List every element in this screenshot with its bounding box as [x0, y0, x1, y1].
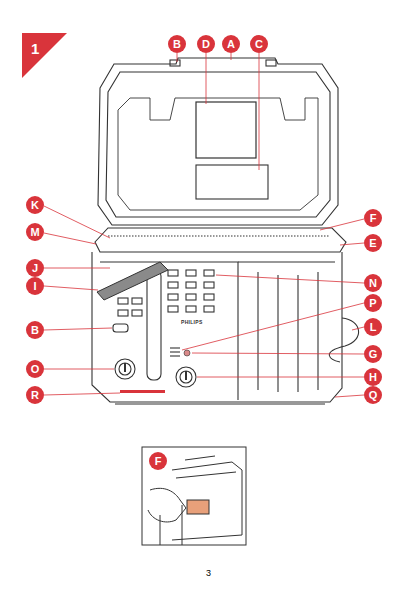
callout-letter: C	[250, 35, 268, 53]
callout-letter: F	[149, 452, 167, 470]
callout-letter: G	[364, 345, 382, 363]
callout-letter: F	[364, 209, 382, 227]
callout-letter: H	[364, 368, 382, 386]
callout-letter: O	[26, 360, 44, 378]
callout-letter: E	[364, 234, 382, 252]
brand-name: PHILIPS	[181, 319, 203, 325]
section-number: 1	[31, 40, 39, 57]
page-number: 3	[206, 568, 211, 578]
inset-figure	[142, 447, 246, 545]
callout-letter: D	[197, 35, 215, 53]
callout-letter: J	[26, 259, 44, 277]
callout-letter: R	[26, 386, 44, 404]
callout-letter: I	[26, 277, 44, 295]
callout-letter: L	[364, 318, 382, 336]
fryer-drawing	[44, 53, 364, 404]
section-banner	[22, 33, 67, 78]
strip	[120, 390, 165, 393]
callout-letter: K	[26, 196, 44, 214]
callout-letter: B	[168, 35, 186, 53]
callout-letter: A	[222, 35, 240, 53]
basket-handle	[97, 262, 168, 300]
callout-letter: P	[364, 294, 382, 312]
callout-letter: N	[364, 274, 382, 292]
callout-letter: Q	[364, 386, 382, 404]
callout-letter: M	[26, 223, 44, 241]
pilot-lamp	[184, 350, 190, 356]
callout-letter: B	[26, 321, 44, 339]
